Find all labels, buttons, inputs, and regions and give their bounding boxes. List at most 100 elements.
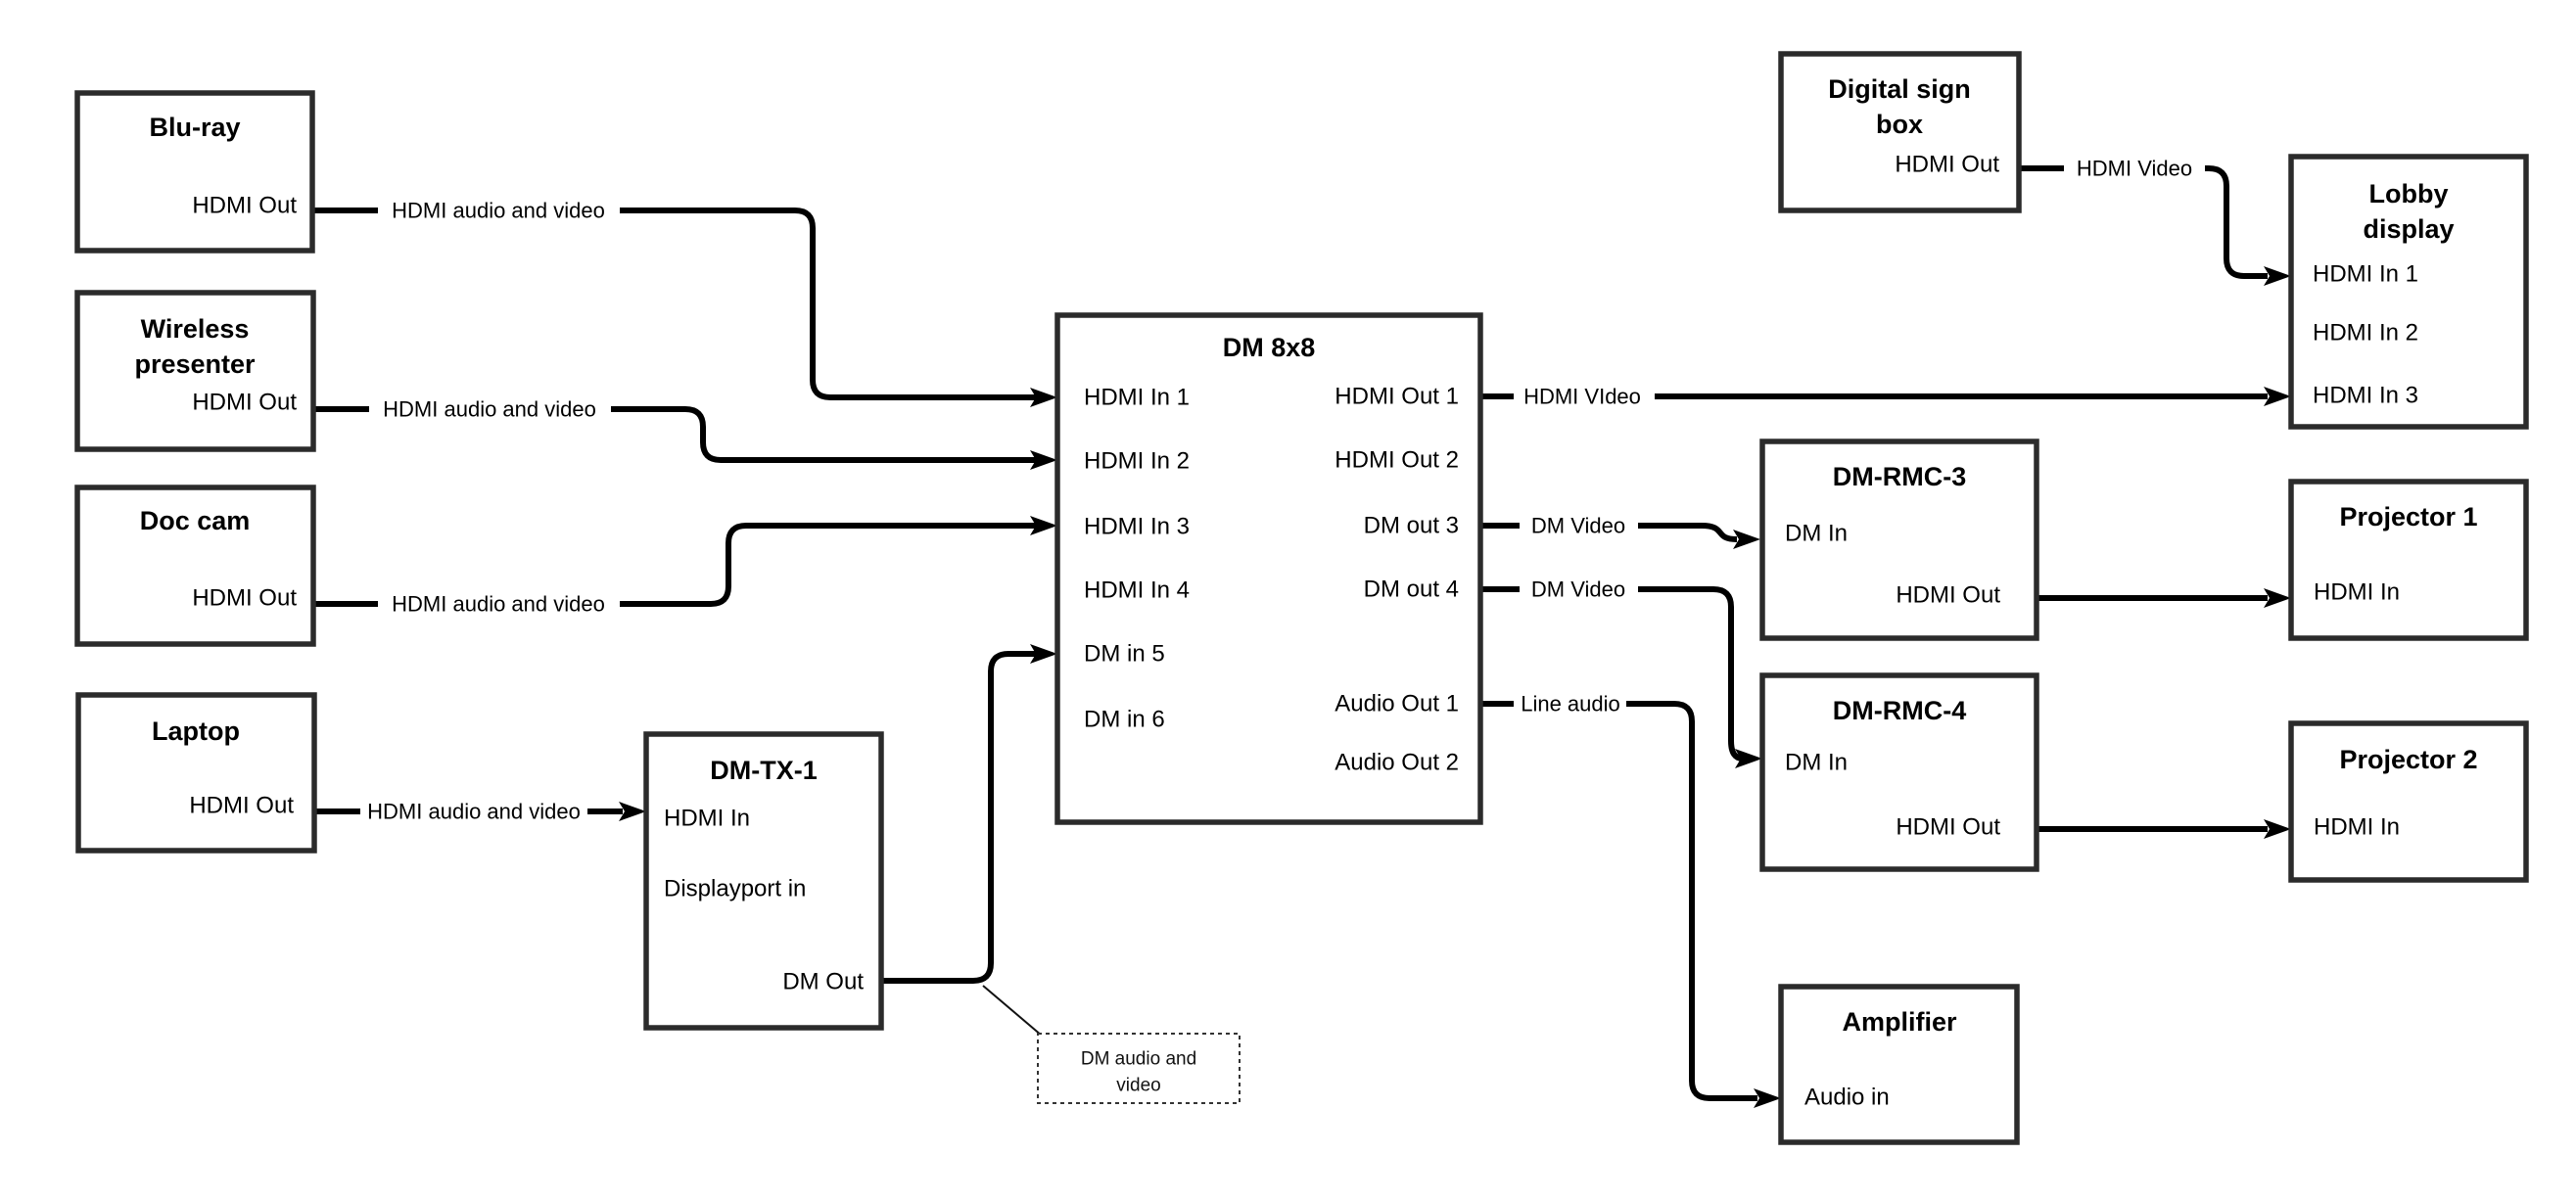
dm-8x8-port-dm-out-3: DM out 3 <box>1364 513 1459 539</box>
doc-cam-box <box>74 485 316 647</box>
node-projector-1: Projector 1 HDMI In <box>2288 479 2529 641</box>
dm-tx-1-port-hdmi-in: HDMI In <box>664 806 750 832</box>
dm-rmc-4-port-dm-in: DM In <box>1785 750 1848 776</box>
wires: HDMI audio and video HDMI audio and vide… <box>312 157 2291 1108</box>
node-projector-2: Projector 2 HDMI In <box>2288 720 2529 883</box>
dm-rmc-3-title: DM-RMC-3 <box>1833 462 1966 491</box>
wire-label-hdmi-video-out1: HDMI VIdeo <box>1523 385 1641 409</box>
laptop-title: Laptop <box>152 716 240 746</box>
laptop-port-hdmi-out: HDMI Out <box>189 793 294 819</box>
projector-1-port-hdmi-in: HDMI In <box>2314 579 2400 606</box>
arrowhead-rmc4-dm-in <box>1735 749 1762 768</box>
wire-doccam-to-dm8x8 <box>620 523 1036 607</box>
bluray-title: Blu-ray <box>149 113 240 142</box>
doc-cam-title: Doc cam <box>140 506 251 535</box>
dm-8x8-port-hdmi-in-4: HDMI In 4 <box>1084 577 1190 604</box>
node-doc-cam: Doc cam HDMI Out <box>74 485 316 647</box>
arrowhead-lobby-hdmi-in-3 <box>2264 387 2291 406</box>
projector-1-title: Projector 1 <box>2339 502 2477 531</box>
arrowhead-proj1-hdmi-in <box>2264 588 2291 608</box>
dm-8x8-title: DM 8x8 <box>1223 333 1316 362</box>
lobby-display-port-hdmi-in-2: HDMI In 2 <box>2313 320 2418 346</box>
dm-tx-1-port-dm-out: DM Out <box>782 969 864 995</box>
wireless-presenter-title-line2: presenter <box>134 349 256 379</box>
node-digital-sign-box: Digital sign box HDMI Out <box>1778 51 2022 213</box>
callout-text-line1: DM audio and <box>1081 1049 1196 1070</box>
arrowhead-dm8x8-hdmi-in-2 <box>1030 450 1057 470</box>
dm-tx-1-port-displayport-in: Displayport in <box>664 876 806 902</box>
node-amplifier: Amplifier Audio in <box>1778 984 2020 1145</box>
wire-label-dm-video-4: DM Video <box>1531 577 1625 602</box>
arrowhead-proj2-hdmi-in <box>2264 819 2291 839</box>
dm-8x8-port-hdmi-in-3: HDMI In 3 <box>1084 514 1190 540</box>
projector-1-box <box>2288 479 2529 641</box>
dm-rmc-4-title: DM-RMC-4 <box>1833 696 1966 725</box>
wire-label-doccam: HDMI audio and video <box>392 592 605 617</box>
projector-2-title: Projector 2 <box>2339 745 2477 774</box>
wire-label-line-audio: Line audio <box>1521 692 1620 716</box>
wire-digitalsign-to-lobby <box>2205 165 2268 279</box>
dm-8x8-port-audio-out-2: Audio Out 2 <box>1335 750 1459 776</box>
dm-8x8-box <box>1054 312 1483 825</box>
lobby-display-box <box>2288 154 2529 430</box>
wire-dmout3-to-rmc3 <box>1638 523 1738 542</box>
amplifier-port-audio-in: Audio in <box>1804 1085 1890 1111</box>
dm-8x8-port-hdmi-out-2: HDMI Out 2 <box>1335 447 1459 474</box>
wireless-presenter-title-line1: Wireless <box>141 314 250 344</box>
bluray-box <box>74 90 315 254</box>
lobby-display-title-line2: display <box>2363 214 2454 244</box>
dm-tx-1-title: DM-TX-1 <box>710 756 818 785</box>
digital-sign-box-title-line1: Digital sign <box>1828 74 1971 104</box>
digital-sign-box-port-hdmi-out: HDMI Out <box>1895 152 1999 178</box>
wire-audioout1-to-amp <box>1626 701 1757 1101</box>
wire-dmout4-to-rmc4 <box>1638 586 1744 762</box>
wire-label-hdmi-video-sign: HDMI Video <box>2077 157 2192 181</box>
wireless-presenter-box <box>74 290 316 452</box>
wire-wireless-to-dm8x8 <box>611 406 1036 463</box>
dm-tx-1-box <box>643 731 884 1031</box>
dm-rmc-3-port-hdmi-out: HDMI Out <box>1896 582 2000 609</box>
wireless-presenter-port-hdmi-out: HDMI Out <box>192 390 297 416</box>
node-wireless-presenter: Wireless presenter HDMI Out <box>74 290 316 452</box>
node-bluray: Blu-ray HDMI Out <box>74 90 315 254</box>
digital-sign-box-box <box>1778 51 2022 213</box>
arrowhead-dm8x8-hdmi-in-1 <box>1030 388 1057 407</box>
wire-bluray-to-dm8x8 <box>620 208 1036 400</box>
wire-label-dm-video-3: DM Video <box>1531 514 1625 538</box>
callout-note-box <box>1037 1033 1241 1104</box>
arrowhead-lobby-hdmi-in-1 <box>2264 266 2291 286</box>
wire-label-laptop: HDMI audio and video <box>367 800 581 824</box>
projector-2-box <box>2288 720 2529 883</box>
dm-8x8-port-hdmi-out-1: HDMI Out 1 <box>1335 384 1459 410</box>
amplifier-title: Amplifier <box>1842 1007 1957 1037</box>
dm-8x8-port-hdmi-in-1: HDMI In 1 <box>1084 385 1190 411</box>
lobby-display-title-line1: Lobby <box>2369 179 2449 208</box>
digital-sign-box-title-line2: box <box>1876 110 1923 139</box>
dm-8x8-port-dm-out-4: DM out 4 <box>1364 577 1459 603</box>
bluray-port-hdmi-out: HDMI Out <box>192 193 297 219</box>
arrowhead-rmc3-dm-in <box>1733 530 1760 549</box>
wire-dmtx1-to-dm8x8 <box>881 651 1036 984</box>
node-dm-8x8: DM 8x8 HDMI In 1 HDMI In 2 HDMI In 3 HDM… <box>1054 312 1483 825</box>
callout-dm-audio-video: DM audio and video <box>982 985 1241 1104</box>
arrowhead-amp-audio-in <box>1754 1088 1781 1108</box>
dm-rmc-4-port-hdmi-out: HDMI Out <box>1896 814 2000 841</box>
arrowhead-dm8x8-hdmi-in-3 <box>1030 516 1057 535</box>
node-dm-rmc-4: DM-RMC-4 DM In HDMI Out <box>1759 672 2039 872</box>
dm-rmc-3-port-dm-in: DM In <box>1785 521 1848 547</box>
dm-8x8-port-audio-out-1: Audio Out 1 <box>1335 691 1459 717</box>
wire-label-wireless: HDMI audio and video <box>383 397 596 422</box>
dm-rmc-4-box <box>1759 672 2039 872</box>
arrowhead-dm8x8-dm-in-5 <box>1030 644 1057 664</box>
amplifier-box <box>1778 984 2020 1145</box>
wire-label-bluray: HDMI audio and video <box>392 199 605 223</box>
dm-8x8-port-dm-in-5: DM in 5 <box>1084 641 1165 668</box>
node-dm-rmc-3: DM-RMC-3 DM In HDMI Out <box>1759 439 2039 641</box>
callout-text-line2: video <box>1116 1076 1160 1096</box>
dm-rmc-3-box <box>1759 439 2039 641</box>
lobby-display-port-hdmi-in-1: HDMI In 1 <box>2313 261 2418 288</box>
node-dm-tx-1: DM-TX-1 HDMI In Displayport in DM Out <box>643 731 884 1031</box>
dm-8x8-port-hdmi-in-2: HDMI In 2 <box>1084 448 1190 475</box>
node-laptop: Laptop HDMI Out <box>75 692 317 854</box>
